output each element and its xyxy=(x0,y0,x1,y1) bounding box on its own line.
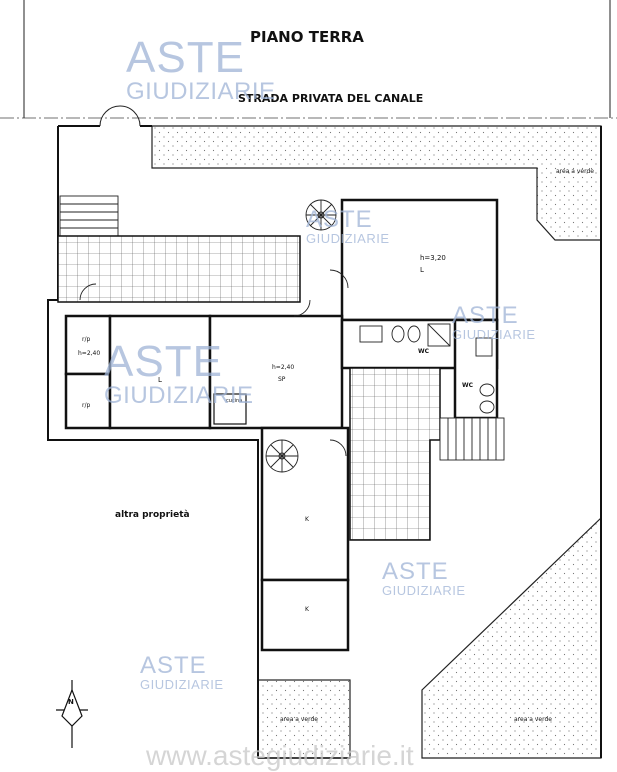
garden-bottom-left-area xyxy=(257,679,351,759)
label-room-center: SP xyxy=(278,376,286,383)
label-garden-bottom-right: area a verde xyxy=(514,716,552,723)
north-compass xyxy=(56,680,88,748)
label-storage1-height: h=2,40 xyxy=(78,350,101,357)
label-room-left: L xyxy=(158,376,162,384)
label-garden-bottom-left: area a verde xyxy=(280,716,318,723)
label-other-property: altra proprietà xyxy=(115,510,190,520)
north-label: N xyxy=(68,698,74,706)
spiral-stair-lower xyxy=(265,439,299,473)
label-room-right: L xyxy=(420,266,424,274)
label-room-k1: K xyxy=(305,516,309,523)
label-room-right-height: h=3,20 xyxy=(420,254,446,262)
terrace-top-tiled xyxy=(57,235,301,303)
rooms-k xyxy=(260,426,350,652)
label-storage2: r/p xyxy=(82,402,91,409)
street-name: STRADA PRIVATA DEL CANALE xyxy=(238,92,424,105)
door-swings xyxy=(79,269,349,457)
label-storage1: r/p xyxy=(82,336,91,343)
label-room-center-height: h=2,40 xyxy=(272,364,295,371)
page-title: PIANO TERRA xyxy=(250,28,364,46)
stairs-right xyxy=(439,417,505,461)
courtyard-tiled xyxy=(349,367,441,541)
label-wc1: WC xyxy=(418,348,430,355)
label-kitchenette: cucina xyxy=(226,398,243,404)
wc-fixtures xyxy=(359,323,495,414)
main-building xyxy=(64,314,499,430)
kitchenette-box xyxy=(213,393,247,425)
entrance-gate xyxy=(99,105,141,127)
label-wc2: WC xyxy=(462,382,474,389)
garden-bottom-right-area xyxy=(421,516,602,759)
label-room-k2: K xyxy=(305,606,309,613)
stairs-top-left xyxy=(59,195,119,237)
spiral-stair-top xyxy=(305,199,337,231)
label-garden-top: area a verde xyxy=(556,168,594,175)
